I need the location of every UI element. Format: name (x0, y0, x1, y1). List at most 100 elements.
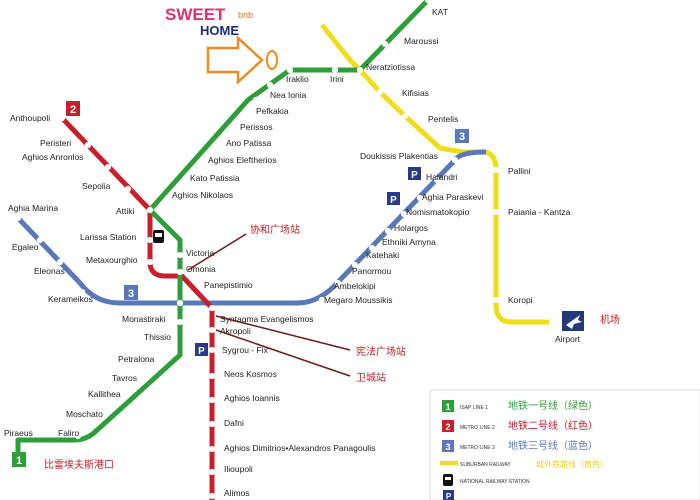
station-dot (318, 296, 326, 304)
station-dot (58, 114, 66, 122)
station-label: Ilioupoli (224, 464, 253, 474)
station-label: Aghia Paraskevi (422, 192, 484, 202)
annotations: 协和广场站 宪法广场站 卫城站 机场 比雷埃夫斯港口 (44, 223, 620, 471)
station-dot (128, 376, 136, 384)
legend-label: SUBURBAN RAILWAY (460, 462, 511, 468)
station-dot (433, 176, 441, 184)
station-label: Perissos (240, 122, 273, 132)
logo-tag: bnb (238, 10, 253, 20)
station-label: Megaro Moussikis (324, 295, 393, 305)
station-label: Aghios Ioannis (224, 393, 280, 403)
legend-badge-line3 (442, 440, 454, 452)
station-dot (331, 66, 339, 74)
legend-cn: 地铁三号线（蓝色） (508, 439, 598, 452)
station-dot (401, 112, 409, 120)
station-dot (164, 342, 172, 350)
annotation-airport: 机场 (600, 313, 620, 326)
line2-badge: 2 (66, 101, 80, 116)
station-dot (146, 360, 154, 368)
station-label: Neratziotissa (366, 62, 415, 72)
svg-text:3: 3 (128, 288, 134, 300)
station-dot (176, 299, 184, 307)
station-dot (548, 318, 556, 326)
station-label: Thissio (144, 332, 171, 342)
svg-text:2: 2 (445, 422, 450, 432)
station-label: Larissa Station (80, 232, 136, 242)
station-dot (108, 394, 116, 402)
station-label: Pallini (508, 166, 531, 176)
svg-text:P: P (198, 346, 205, 357)
station-dot (214, 139, 222, 147)
station-dot (368, 244, 376, 252)
station-dot (208, 304, 216, 312)
station-label: Peristeri (40, 138, 71, 148)
legend-cn: 地铁一号线（绿色） (508, 399, 598, 412)
annotation-piraeus: 比雷埃夫斯港口 (44, 458, 114, 471)
svg-text:P: P (411, 170, 418, 181)
parking-icon (443, 490, 454, 500)
station-label: Faliro (58, 428, 80, 438)
airplane-icon (562, 311, 584, 331)
legend: 1 ISAP LINE 1 地铁一号线（绿色） 2 METRO LINE 2 地… (429, 389, 700, 500)
station-label: Sygrou - Fix (222, 345, 269, 355)
station-label: Piraeus (4, 428, 33, 438)
station-label: Koropi (508, 295, 533, 305)
svg-text:3: 3 (445, 442, 450, 452)
svg-text:3: 3 (459, 131, 465, 143)
logo-line1: SWEET (165, 5, 226, 24)
sweet-home-logo: SWEET HOME bnb (165, 5, 253, 38)
annotation-syntagma: 协和广场站 (250, 223, 300, 236)
svg-text:1: 1 (16, 455, 22, 467)
station-dot (492, 208, 500, 216)
station-dot (208, 468, 216, 476)
logo-line2: HOME (200, 23, 239, 38)
station-label: Ambelokipi (334, 281, 376, 291)
station-dot (208, 420, 216, 428)
station-label: Maroussi (404, 36, 439, 46)
station-dot (208, 346, 216, 354)
station-dot (84, 141, 92, 149)
station-label: Sepolia (82, 181, 111, 191)
station-dot (196, 159, 204, 167)
station-label: Syntagma Evangelismos (220, 314, 314, 324)
station-dot (334, 279, 342, 287)
station-label: Aghios Eleftherios (208, 155, 277, 165)
station-dot (146, 258, 154, 266)
arrow-icon (206, 35, 278, 85)
station-label: Dafni (224, 418, 244, 428)
station-label: Aghios Dimitrios•Alexandros Panagoulis (224, 443, 375, 453)
legend-badge-line2 (442, 420, 454, 432)
station-label: Ano Patissa (226, 138, 272, 148)
station-dot (74, 432, 82, 440)
station-label: Metaxourghio (86, 255, 138, 265)
station-label: Aghios Nikolaos (172, 190, 233, 200)
station-dot (36, 236, 44, 244)
station-dot (146, 206, 154, 214)
station-label: Eleonas (34, 266, 65, 276)
legend-cn: 地铁二号线（红色） (508, 419, 598, 432)
station-dot (91, 411, 99, 419)
legend-label: NATIONAL RAILWAY STATION (460, 479, 530, 485)
station-label: Aghios Anronlos (22, 152, 83, 162)
station-dot (400, 210, 408, 218)
station-label: Pefkakia (256, 106, 289, 116)
station-dot (384, 227, 392, 235)
station-label: Airport (555, 334, 581, 344)
station-dot (180, 178, 188, 186)
station-dot (14, 214, 22, 222)
station-label: Victoria (186, 248, 214, 258)
station-label: Kallithea (88, 389, 121, 399)
station-dot (351, 261, 359, 269)
station-label: Moschato (66, 409, 103, 419)
station-label: Panormou (352, 266, 391, 276)
annotation-xianfa: 宪法广场站 (356, 345, 406, 358)
station-dot (56, 258, 64, 266)
station-dot (492, 166, 500, 174)
station-label: Akropoli (220, 326, 251, 336)
station-dot (416, 194, 424, 202)
parking-icon: P (408, 167, 421, 181)
station-label: Ethniki Amyna (382, 237, 436, 247)
station-dot (208, 372, 216, 380)
station-label: Egaleo (12, 242, 39, 252)
